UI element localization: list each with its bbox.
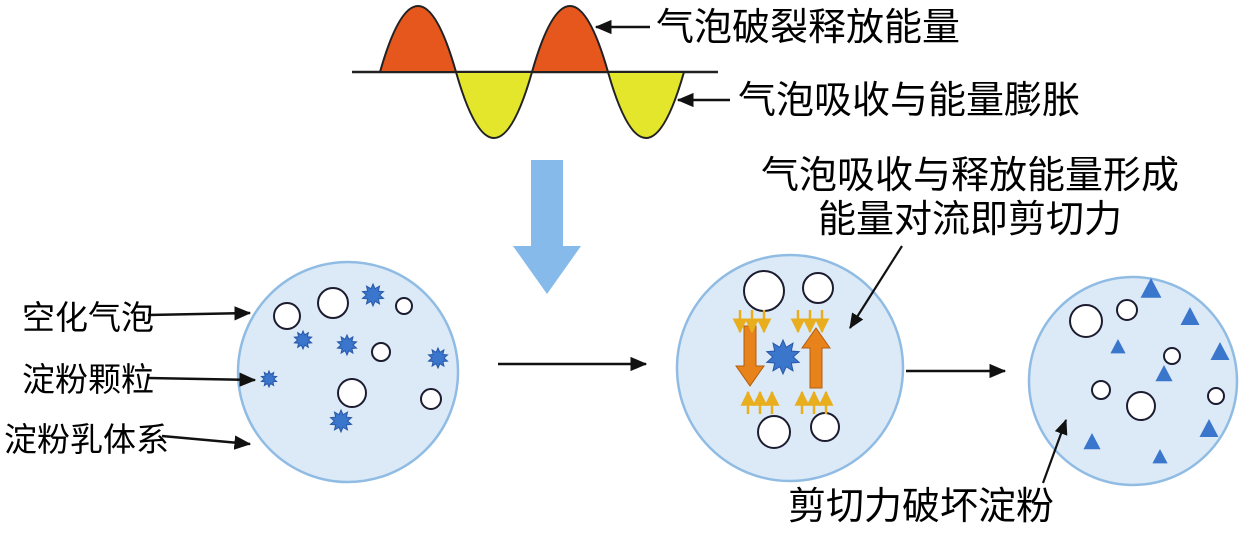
- broken-starch-icon: [1110, 339, 1126, 354]
- cavitation-bubble-icon: [1207, 387, 1225, 405]
- label-cavitation-bubble: 空化气泡: [22, 299, 154, 336]
- starch-granule-icon: [765, 338, 801, 376]
- ultrasound-down-arrow-icon: [513, 160, 581, 294]
- cavitation-bubble-icon: [1116, 299, 1138, 321]
- wave-crest-2-icon: [530, 5, 610, 73]
- cavitation-bubble-icon: [1126, 391, 1156, 421]
- arrow-to-starch-granule-icon: [147, 372, 257, 387]
- label-shear-destroy: 剪切力破坏淀粉: [788, 486, 1055, 528]
- starch-granule-icon: [361, 282, 385, 308]
- label-convection-line2: 能量对流即剪切力: [817, 198, 1122, 241]
- cavitation-bubble-icon: [757, 415, 791, 449]
- broken-starch-icon: [1140, 278, 1162, 298]
- cavitation-bubble-icon: [371, 342, 391, 362]
- circle-contents-layer: [260, 270, 1230, 464]
- label-starch-emulsion: 淀粉乳体系: [4, 421, 169, 458]
- cavitation-bubble-icon: [1163, 347, 1181, 365]
- broken-starch-icon: [1083, 433, 1101, 450]
- cavitation-bubble-icon: [337, 378, 367, 408]
- cavitation-bubble-icon: [273, 302, 301, 330]
- arrow-to-cavitation-bubble-icon: [147, 306, 252, 321]
- cavitation-bubble-icon: [802, 272, 834, 304]
- label-bubble-absorb: 气泡吸收与能量膨胀: [738, 80, 1081, 122]
- ultrasound-wave-group: [352, 5, 718, 139]
- label-convection: 气泡吸收与释放能量形成 能量对流即剪切力: [750, 155, 1190, 242]
- broken-starch-icon: [1210, 342, 1230, 360]
- starch-granule-icon: [329, 408, 353, 434]
- starch-granule-icon: [427, 346, 449, 370]
- arrow-to-broken-starch-icon: [1041, 418, 1068, 484]
- broken-starch-icon: [1199, 419, 1219, 437]
- cavitation-bubble-icon: [1091, 380, 1111, 400]
- wave-trough-1-icon: [454, 71, 534, 139]
- starch-granule-icon: [336, 333, 358, 357]
- label-starch-granule: 淀粉颗粒: [22, 361, 154, 398]
- cavitation-bubble-icon: [395, 297, 413, 315]
- cavitation-bubble-icon: [420, 388, 442, 410]
- broken-starch-icon: [1180, 307, 1200, 325]
- cavitation-bubble-icon: [317, 287, 349, 319]
- arrow-to-convection-icon: [849, 245, 903, 329]
- cavitation-bubble-icon: [810, 412, 840, 442]
- starch-emulsion-circle-initial: [236, 260, 460, 484]
- cavitation-bubble-icon: [743, 270, 785, 312]
- cavitation-bubble-icon: [1069, 304, 1103, 338]
- starch-granule-icon: [293, 329, 313, 351]
- broken-starch-icon: [1155, 365, 1173, 382]
- wave-crest-1-icon: [378, 5, 458, 73]
- convection-arrow-up-icon: [801, 327, 831, 389]
- starch-granule-icon: [260, 369, 278, 389]
- label-bubble-burst: 气泡破裂释放能量: [656, 7, 961, 49]
- arrow-to-starch-emulsion-icon: [161, 434, 252, 450]
- label-convection-line1: 气泡吸收与释放能量形成: [760, 155, 1179, 197]
- broken-starch-icon: [1152, 449, 1168, 464]
- wave-trough-2-icon: [606, 71, 686, 139]
